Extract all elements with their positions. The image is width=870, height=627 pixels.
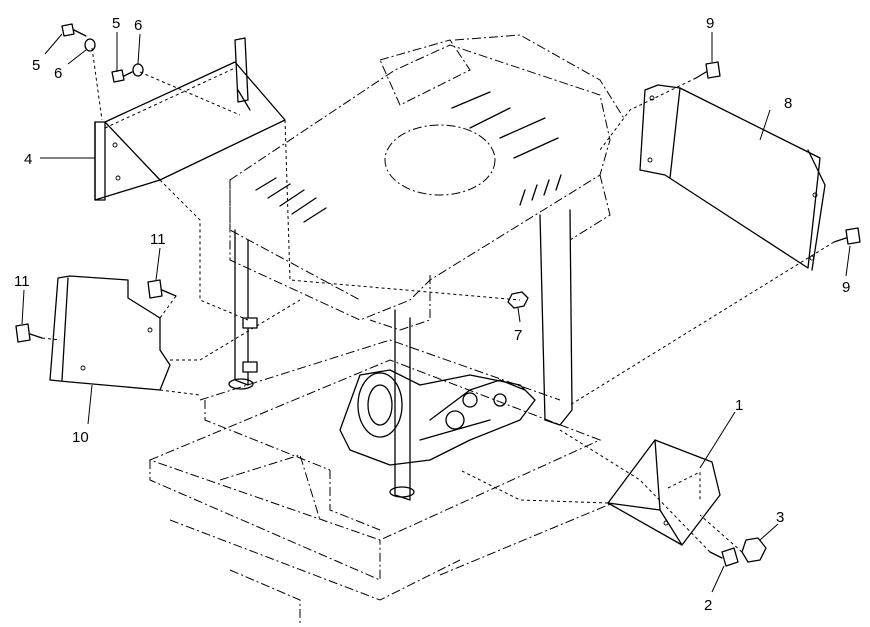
bolt-9b-icon — [833, 227, 861, 245]
nut-3-icon — [741, 537, 767, 563]
column-frame — [228, 209, 573, 501]
bolt-2-icon — [709, 547, 739, 567]
callout-7: 7 — [514, 327, 522, 344]
callout-8: 8 — [784, 95, 792, 112]
hood-slots — [255, 91, 562, 223]
callout-9a: 9 — [706, 15, 714, 32]
bolt-11b-icon — [15, 323, 43, 343]
callout-5a: 5 — [32, 57, 40, 74]
bolt-11a-icon — [147, 279, 177, 299]
callout-5b: 5 — [112, 15, 120, 32]
bolt-5b-icon — [111, 69, 133, 83]
callout-10: 10 — [72, 429, 89, 446]
callout-3: 3 — [776, 509, 784, 526]
bolt-5a-icon — [61, 23, 87, 37]
part-4-bracket — [94, 37, 286, 201]
callout-11b: 11 — [14, 273, 30, 290]
callout-2: 2 — [704, 597, 712, 614]
part-8-plate — [639, 84, 826, 271]
part-1-bracket — [607, 439, 721, 546]
leader-lines — [21, 32, 851, 593]
callout-1: 1 — [735, 397, 743, 414]
callout-4: 4 — [24, 151, 32, 168]
washer-6a-icon — [84, 38, 96, 52]
bolt-9a-icon — [695, 61, 721, 79]
callout-11a: 11 — [150, 231, 166, 248]
hood-housing — [229, 34, 626, 331]
part-10-cover — [49, 275, 171, 391]
nut-7-icon — [507, 291, 529, 309]
engine-mechanism — [339, 369, 536, 466]
callout-9b: 9 — [842, 279, 850, 296]
fasteners — [15, 23, 861, 567]
callout-labels: 1 2 3 4 5 5 6 6 7 8 9 9 10 11 11 — [14, 15, 850, 614]
callout-6a: 6 — [54, 65, 62, 82]
assembly-lines — [41, 47, 835, 553]
chassis-frame — [148, 339, 661, 625]
washer-6b-icon — [132, 63, 144, 77]
callout-6b: 6 — [134, 17, 142, 34]
